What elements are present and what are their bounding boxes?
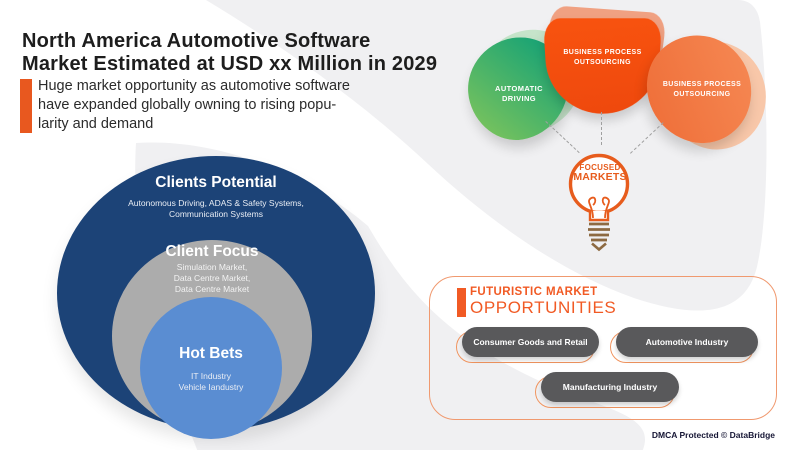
pill-automotive-industry: Automotive Industry (616, 327, 758, 357)
page-title-line1: North America Automotive Software (22, 30, 371, 52)
petal-label-bpo-center: BUSINESS PROCESS OUTSOURCING (546, 48, 659, 67)
subtitle-line1: Huge market opportunity as automotive so… (38, 78, 350, 94)
clients-potential-desc: Autonomous Driving, ADAS & Safety System… (66, 198, 366, 220)
petal-label-line: OUTSOURCING (673, 90, 731, 98)
clients-potential-desc-line2: Communication Systems (168, 209, 263, 219)
petal-label-automatic-driving: AUTOMATIC DRIVING (468, 84, 570, 104)
panel-title: FUTURISTIC MARKET OPPORTUNITIES (470, 286, 616, 317)
subtitle-line3: larity and demand (38, 116, 154, 132)
page-subtitle: Huge market opportunity as automotive so… (38, 77, 458, 134)
petal-label-line: BUSINESS PROCESS (563, 49, 642, 56)
client-focus-desc: Simulation Market, Data Centre Market, D… (92, 262, 332, 295)
petal-label-line: OUTSOURCING (574, 58, 631, 66)
client-focus-desc-line1: Simulation Market, (176, 262, 248, 272)
petal-label-line: AUTOMATIC (495, 84, 543, 93)
client-focus-desc-line3: Data Centre Market (174, 284, 250, 294)
petal-label-line: BUSINESS PROCESS (662, 81, 742, 88)
hot-bets-desc-line1: IT Industry (191, 371, 231, 381)
pill-consumer-goods-and-retail: Consumer Goods and Retail (462, 327, 599, 357)
client-focus-title: Client Focus (165, 243, 259, 260)
subtitle-line2: have expanded globally owning to rising … (38, 97, 337, 113)
hot-bets-circle (140, 297, 282, 439)
page-title: North America Automotive Software Market… (22, 30, 492, 76)
copyright-notice: DMCA Protected © DataBridge (651, 430, 775, 440)
focused-markets-label: FOCUSED MARKETS (556, 163, 644, 183)
lightbulb-icon (568, 153, 630, 252)
hot-bets-desc-line2: Vehicle Iandustry (178, 382, 244, 392)
petal-label-line: DRIVING (501, 94, 537, 103)
pill-manufacturing-industry: Manufacturing Industry (541, 372, 679, 402)
client-focus-desc-line2: Data Centre Market, (173, 273, 251, 283)
panel-title-line1: FUTURISTIC MARKET (470, 286, 598, 298)
clients-potential-desc-line1: Autonomous Driving, ADAS & Safety System… (128, 198, 304, 208)
hot-bets-desc: IT Industry Vehicle Iandustry (121, 371, 301, 393)
petal-label-bpo-right: BUSINESS PROCESS OUTSOURCING (650, 80, 754, 99)
panel-accent-bar (457, 288, 466, 317)
panel-title-line2: OPPORTUNITIES (470, 298, 617, 317)
connector-dash-middle (601, 112, 602, 145)
hot-bets-title: Hot Bets (179, 345, 243, 362)
focused-markets-line2: MARKETS (573, 171, 627, 183)
futuristic-opportunities-panel: FUTURISTIC MARKET OPPORTUNITIES Consumer… (429, 276, 777, 420)
subtitle-accent-bar (20, 79, 32, 133)
focused-markets-line1: FOCUSED (579, 163, 621, 172)
clients-potential-title: Clients Potential (155, 174, 277, 191)
page-title-line2: Market Estimated at USD xx Million in 20… (22, 53, 438, 75)
